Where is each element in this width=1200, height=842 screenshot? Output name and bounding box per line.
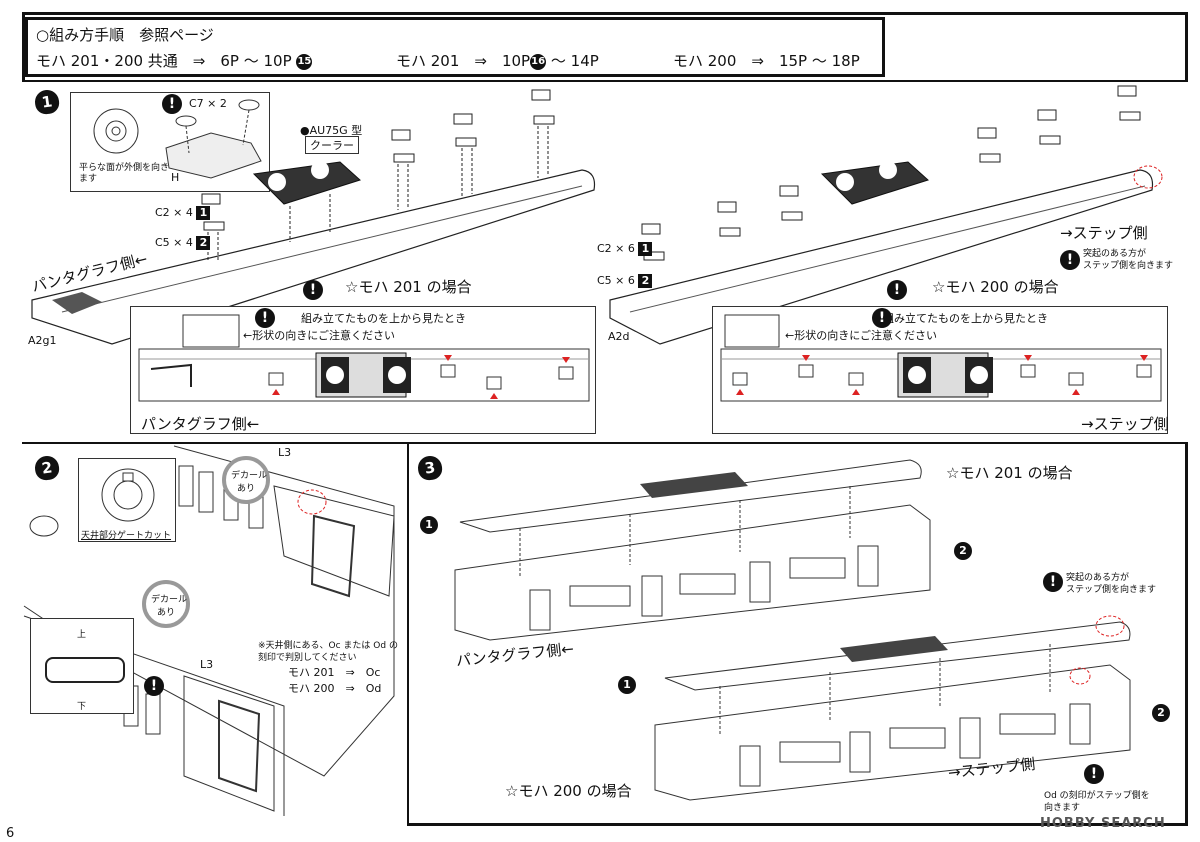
inset-h-label: H bbox=[171, 171, 180, 184]
grommet-illustration bbox=[93, 99, 262, 179]
top-view-title: 組み立てたものを上から見たとき bbox=[301, 312, 466, 325]
moha201-pages: モハ 201 ⇒ 10P16 ～ 14P bbox=[396, 52, 599, 70]
orientation-note: ←形状の向きにご注意ください bbox=[785, 329, 937, 342]
cooler-label: ●AU75G 型 bbox=[300, 124, 363, 137]
l3-label-top: L3 bbox=[278, 446, 292, 459]
inset-part-count: C7 × 2 bbox=[189, 97, 227, 110]
moha201-top-view-box: 組み立てたものを上から見たとき ←形状の向きにご注意ください パンタグラフ側← bbox=[130, 306, 596, 434]
caution-icon: ! bbox=[144, 676, 164, 696]
moha201-engraving: モハ 201 ⇒ Oc bbox=[288, 666, 381, 679]
part-callout-2-lower: 2 bbox=[1152, 704, 1170, 722]
caution-icon: ! bbox=[872, 308, 892, 328]
right-c2-count: C2 × 6 1 bbox=[597, 242, 653, 256]
caution-icon: ! bbox=[255, 308, 275, 328]
right-part-code: A2d bbox=[608, 330, 630, 343]
car-body-interior-illustration bbox=[23, 445, 395, 816]
part-callout-2-upper: 2 bbox=[954, 542, 972, 560]
part-callout-1-upper: 1 bbox=[420, 516, 438, 534]
right-step-side-label: →ステップ側 bbox=[1060, 224, 1148, 242]
step3-moha200-case-label: ☆モハ 200 の場合 bbox=[505, 782, 632, 800]
engraving-note: ※天井側にある、Oc または Od の刻印で判別してください bbox=[258, 641, 398, 663]
top-view-title: 組み立てたものを上から見たとき bbox=[883, 312, 1048, 325]
top-view-diagram bbox=[720, 314, 1162, 402]
part-callout-1-lower: 1 bbox=[618, 676, 636, 694]
gate-cut-detail: 天井部分ゲートカット bbox=[78, 458, 176, 542]
od-engraving-note: Od の刻印がステップ側を向きます bbox=[1044, 791, 1150, 813]
up-down-orientation-box: 上 下 bbox=[30, 618, 134, 714]
up-label: 上 bbox=[77, 630, 87, 640]
left-c2-count: C2 × 4 1 bbox=[155, 206, 211, 220]
left-c5-count: C5 × 4 2 bbox=[155, 236, 211, 250]
decal-callout-1: デカールあり bbox=[222, 456, 270, 504]
cooler-label-2: クーラー bbox=[305, 136, 359, 154]
orientation-note: ←形状の向きにご注意ください bbox=[243, 329, 395, 342]
gate-cut-illustration bbox=[101, 468, 155, 522]
part-outline bbox=[45, 657, 125, 683]
page-badge: 15 bbox=[296, 53, 313, 70]
step3-moha201-case-label: ☆モハ 201 の場合 bbox=[946, 464, 1073, 482]
page-number: 6 bbox=[6, 826, 15, 841]
inset-note: 平らな面が外側を向きます bbox=[79, 163, 170, 184]
decal-callout-2: デカールあり bbox=[142, 580, 190, 628]
watermark-logo: HOBBY SEARCH bbox=[1040, 816, 1166, 831]
moha200-top-view-box: 組み立てたものを上から見たとき ←形状の向きにご注意ください →ステップ側 bbox=[712, 306, 1169, 434]
moha200-case-label: ☆モハ 200 の場合 bbox=[932, 278, 1059, 296]
page-badge: 16 bbox=[530, 53, 547, 70]
caution-icon: ! bbox=[1060, 250, 1080, 270]
caution-icon: ! bbox=[162, 94, 182, 114]
common-pages: モハ 201・200 共通 ⇒ 6P ～ 10P 15 bbox=[36, 52, 313, 70]
moha201-roof-illustration bbox=[31, 89, 596, 345]
bump-direction-note: 突起のある方がステップ側を向きます bbox=[1083, 249, 1174, 271]
reference-pages-header: ○組み方手順 参照ページ モハ 201・200 共通 ⇒ 6P ～ 10P 15… bbox=[25, 17, 885, 77]
moha200-roof-illustration bbox=[609, 85, 1163, 345]
moha200-pages: モハ 200 ⇒ 15P ～ 18P bbox=[673, 52, 860, 70]
caution-icon: ! bbox=[887, 280, 907, 300]
caution-icon: ! bbox=[303, 280, 323, 300]
caution-icon: ! bbox=[1043, 572, 1063, 592]
l3-label-bottom: L3 bbox=[200, 658, 214, 671]
left-part-code: A2g1 bbox=[28, 334, 57, 347]
down-label: 下 bbox=[77, 702, 87, 712]
moha200-engraving: モハ 200 ⇒ Od bbox=[288, 682, 382, 695]
top-view-diagram bbox=[138, 314, 590, 402]
top-view-side-label: →ステップ側 bbox=[1081, 415, 1169, 433]
car-assembly-illustration bbox=[454, 459, 1131, 801]
gate-cut-label: 天井部分ゲートカット bbox=[81, 531, 172, 541]
step3-bump-note: 突起のある方がステップ側を向きます bbox=[1066, 573, 1157, 595]
header-title: ○組み方手順 参照ページ bbox=[36, 26, 214, 44]
moha201-case-label: ☆モハ 201 の場合 bbox=[345, 278, 472, 296]
caution-icon: ! bbox=[1084, 764, 1104, 784]
top-view-side-label: パンタグラフ側← bbox=[141, 415, 260, 433]
right-c5-count: C5 × 6 2 bbox=[597, 274, 653, 288]
